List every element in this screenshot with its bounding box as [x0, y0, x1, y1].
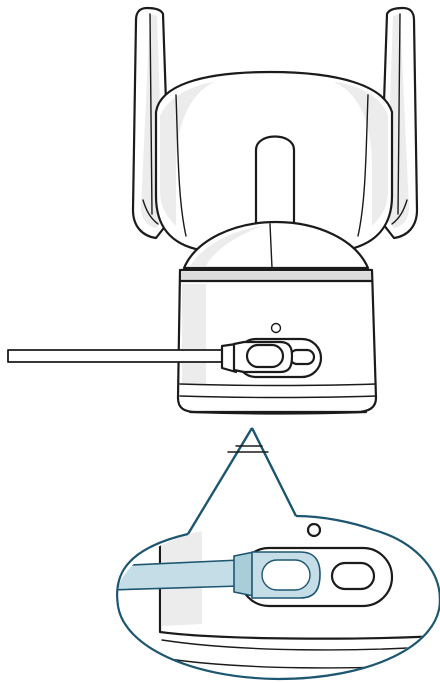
- camera-neck: [182, 220, 370, 270]
- usb-c-plug-icon: [245, 343, 285, 369]
- zoom-cable: [116, 559, 241, 591]
- reset-button: [288, 348, 316, 366]
- led-indicator-icon: [270, 322, 282, 334]
- zoom-detail: [116, 521, 440, 679]
- zoom-reset-button: [330, 561, 376, 591]
- camera-head: [154, 70, 394, 252]
- zoom-led-indicator-icon: [306, 522, 322, 538]
- callout-ellipse: [115, 528, 440, 681]
- power-cable: [7, 340, 294, 374]
